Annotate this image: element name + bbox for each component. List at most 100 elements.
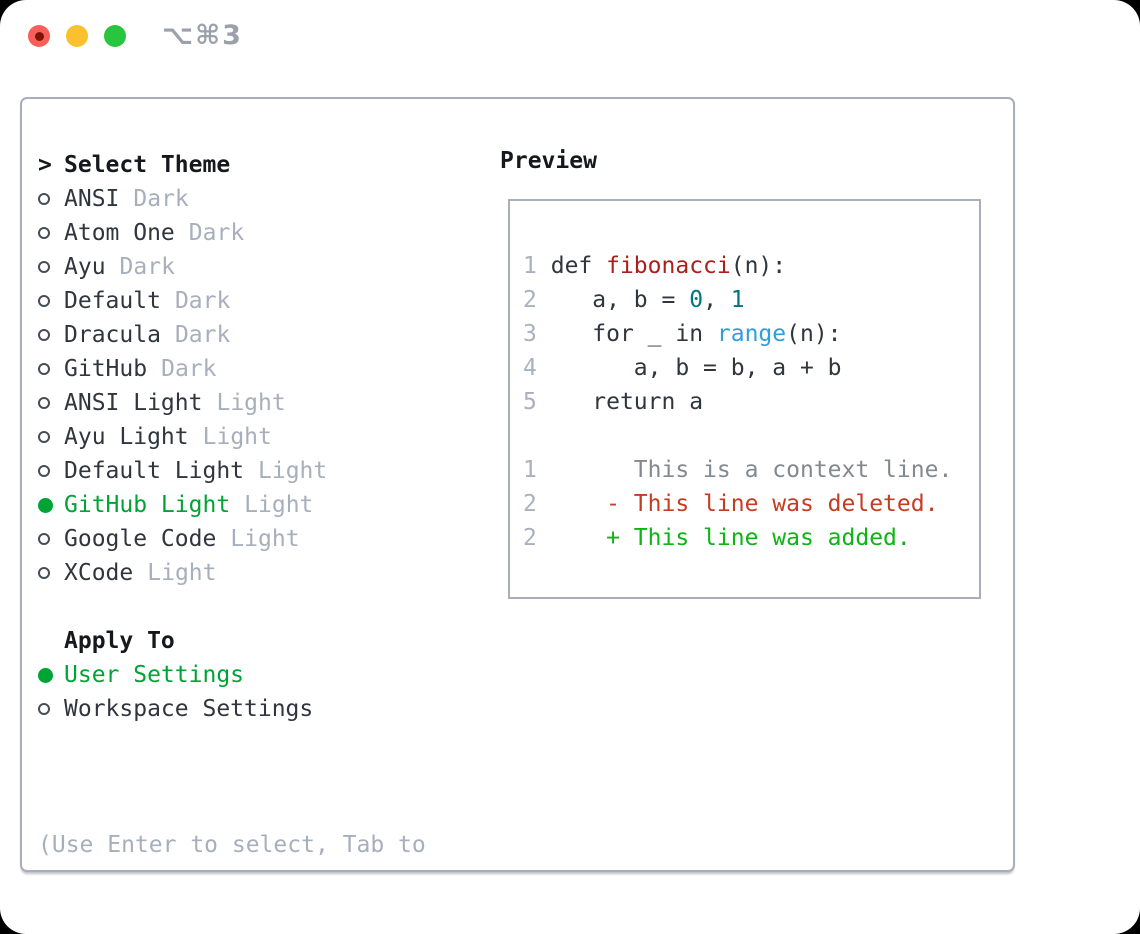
theme-picker-panel: > Select Theme ANSI Dark Atom One Dark A…	[20, 97, 1015, 872]
radio-slot	[38, 431, 64, 443]
radio-slot	[38, 295, 64, 307]
theme-variant: Dark	[174, 322, 231, 348]
line-content: for _ in range(n):	[550, 321, 842, 347]
theme-name: ANSI Light	[64, 390, 203, 416]
select-theme-header: > Select Theme	[38, 148, 426, 182]
theme-variant: Dark	[174, 288, 231, 314]
line-content: - This line was deleted.	[550, 491, 939, 517]
preview-line	[523, 419, 979, 453]
theme-option[interactable]: ANSI Dark	[38, 182, 426, 216]
theme-variant: Light	[258, 458, 328, 484]
radio-icon	[38, 667, 53, 683]
theme-option[interactable]: Ayu Dark	[38, 250, 426, 284]
line-number: 2	[523, 525, 537, 551]
line-content: + This line was added.	[550, 525, 911, 551]
apply-to-list: User Settings Workspace Settings	[38, 658, 426, 726]
close-dot-icon	[34, 31, 44, 41]
theme-option[interactable]: GitHub Dark	[38, 352, 426, 386]
preview-code-block: 1 def fibonacci(n): 2 a, b = 0, 1 3 for …	[523, 249, 979, 555]
theme-variant: Dark	[133, 186, 189, 212]
line-number: 2	[523, 287, 537, 313]
radio-icon	[38, 261, 50, 273]
hint-text: (Use Enter to select, Tab to change focu…	[38, 760, 426, 934]
preview-title: Preview	[500, 148, 597, 174]
line-content: a, b = b, a + b	[550, 355, 842, 381]
preview-line: 4 a, b = b, a + b	[523, 351, 979, 385]
preview-line: 5 return a	[523, 385, 979, 419]
theme-name: XCode	[64, 560, 134, 586]
radio-slot	[38, 261, 64, 273]
radio-icon	[38, 703, 50, 715]
preview-line: 3 for _ in range(n):	[523, 317, 979, 351]
theme-name: Ayu Light	[64, 424, 189, 450]
theme-name: GitHub Light	[64, 492, 231, 518]
preview-line: 2 a, b = 0, 1	[523, 283, 979, 317]
radio-icon	[38, 227, 50, 239]
radio-slot	[38, 667, 64, 683]
preview-line: 2 + This line was added.	[523, 521, 979, 555]
theme-list: ANSI Dark Atom One Dark Ayu Dark Default…	[38, 182, 426, 590]
radio-slot	[38, 363, 64, 375]
theme-name: Atom One	[64, 220, 175, 246]
radio-slot	[38, 227, 64, 239]
theme-name: Default Light	[64, 458, 245, 484]
apply-option-label: Workspace Settings	[64, 696, 314, 722]
select-theme-title: Select Theme	[64, 152, 231, 178]
radio-slot	[38, 703, 64, 715]
theme-name: GitHub	[64, 356, 148, 382]
line-number: 5	[523, 389, 537, 415]
titlebar: ⌥⌘3	[0, 0, 1140, 72]
theme-option[interactable]: Default Light Light	[38, 454, 426, 488]
radio-icon	[38, 295, 50, 307]
theme-variant: Light	[202, 424, 272, 450]
radio-icon	[38, 431, 50, 443]
apply-to-header: Apply To	[38, 624, 426, 658]
theme-option[interactable]: Atom One Dark	[38, 216, 426, 250]
theme-name: Google Code	[64, 526, 217, 552]
theme-option[interactable]: Ayu Light Light	[38, 420, 426, 454]
apply-option-label: User Settings	[64, 662, 245, 688]
radio-slot	[38, 397, 64, 409]
line-content: def fibonacci(n):	[550, 253, 787, 279]
spacer	[38, 726, 426, 760]
window-shortcut-label: ⌥⌘3	[162, 20, 243, 51]
radio-slot	[38, 533, 64, 545]
prompt-icon: >	[38, 152, 52, 178]
theme-option[interactable]: Dracula Dark	[38, 318, 426, 352]
radio-slot	[38, 465, 64, 477]
radio-icon	[38, 533, 50, 545]
preview-box: 1 def fibonacci(n): 2 a, b = 0, 1 3 for …	[508, 199, 981, 599]
theme-option[interactable]: Google Code Light	[38, 522, 426, 556]
traffic-light-close-button[interactable]	[28, 25, 50, 47]
theme-variant: Dark	[161, 356, 217, 382]
apply-option[interactable]: Workspace Settings	[38, 692, 426, 726]
theme-variant: Light	[147, 560, 217, 586]
theme-variant: Dark	[188, 220, 245, 246]
preview-line: 1 def fibonacci(n):	[523, 249, 979, 283]
theme-option[interactable]: ANSI Light Light	[38, 386, 426, 420]
theme-option[interactable]: XCode Light	[38, 556, 426, 590]
theme-name: ANSI	[64, 186, 120, 212]
apply-option[interactable]: User Settings	[38, 658, 426, 692]
line-content: a, b = 0, 1	[550, 287, 745, 313]
hint-line-1: (Use Enter to select, Tab to	[38, 832, 426, 858]
traffic-light-minimize-button[interactable]	[66, 25, 88, 47]
radio-slot	[38, 567, 64, 579]
spacer	[38, 590, 426, 624]
line-number: 1	[523, 253, 537, 279]
radio-slot	[38, 193, 64, 205]
radio-icon	[38, 363, 50, 375]
hint-line-2: change focus)	[38, 930, 426, 934]
traffic-light-zoom-button[interactable]	[104, 25, 126, 47]
theme-option[interactable]: GitHub Light Light	[38, 488, 426, 522]
line-number: 1	[523, 457, 537, 483]
radio-icon	[38, 497, 53, 513]
theme-name: Ayu	[64, 254, 106, 280]
radio-icon	[38, 193, 50, 205]
radio-icon	[38, 465, 50, 477]
line-number: 3	[523, 321, 537, 347]
theme-variant: Light	[216, 390, 286, 416]
theme-option[interactable]: Default Dark	[38, 284, 426, 318]
radio-icon	[38, 567, 50, 579]
